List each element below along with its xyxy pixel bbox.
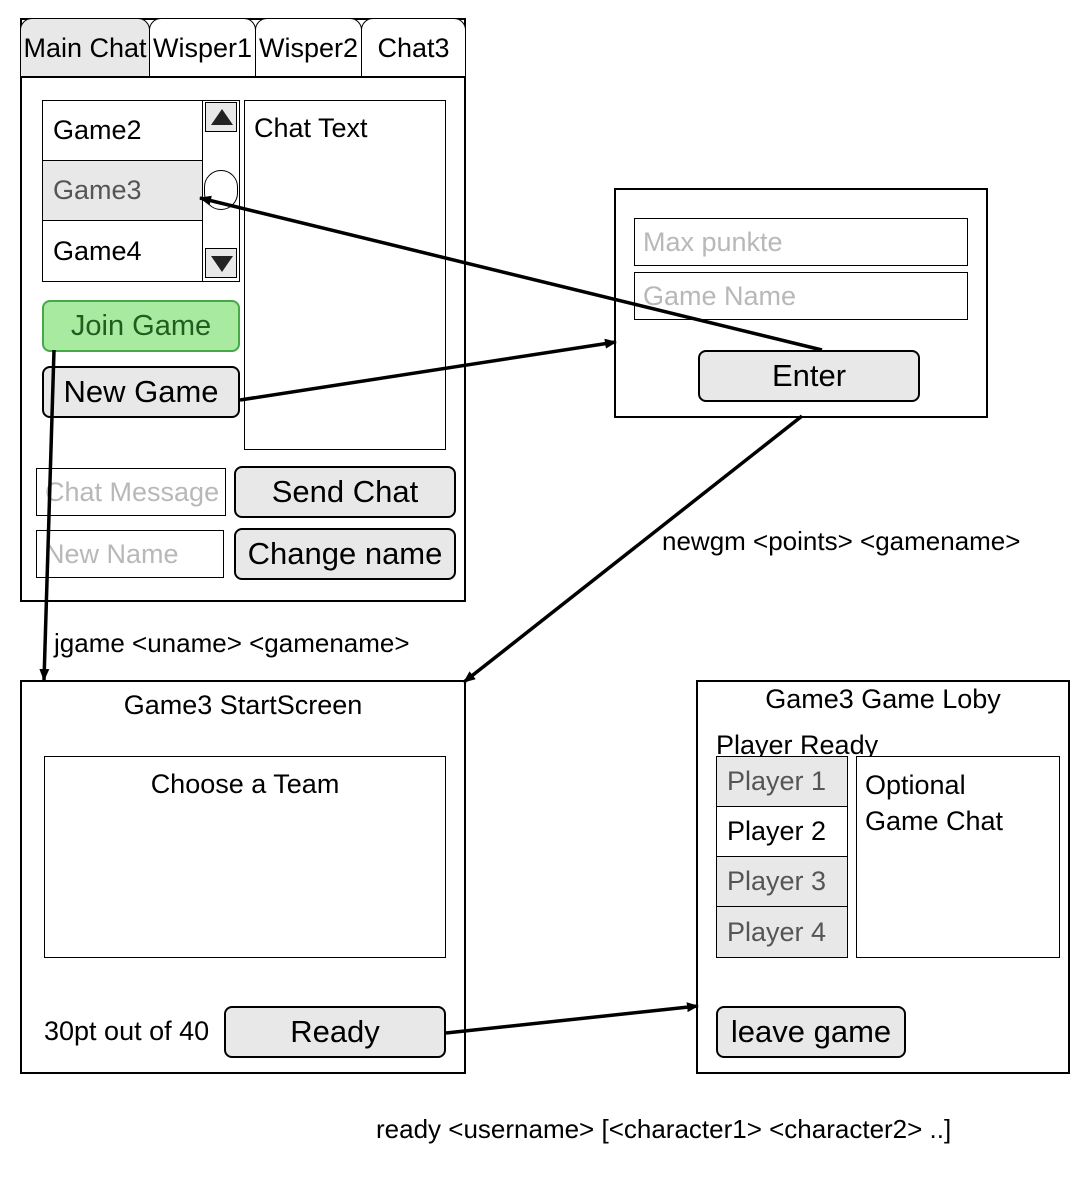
game-name-input[interactable]: Game Name bbox=[634, 272, 968, 320]
newgm-command-label: newgm <points> <gamename> bbox=[662, 526, 1021, 556]
game-list-item-label: Game2 bbox=[53, 115, 142, 145]
optional-game-chat-label: Optional Game Chat bbox=[865, 770, 1004, 836]
arrow-enter-to-start-screen bbox=[462, 414, 804, 684]
game-list-item-label: Game3 bbox=[53, 175, 142, 205]
jgame-command-label: jgame <uname> <gamename> bbox=[54, 628, 410, 658]
chat-text-label: Chat Text bbox=[254, 113, 368, 143]
player-ready-label: Player Ready bbox=[716, 730, 879, 760]
chat-text-area: Chat Text bbox=[244, 100, 446, 450]
chat-message-input[interactable]: Chat Message bbox=[36, 468, 226, 516]
tab-bar-divider bbox=[20, 76, 466, 78]
join-game-button[interactable]: Join Game bbox=[42, 300, 240, 352]
list-item[interactable]: Game2 bbox=[43, 101, 203, 161]
new-game-button[interactable]: New Game bbox=[42, 366, 240, 418]
tab-main-chat[interactable]: Main Chat bbox=[20, 18, 150, 78]
triangle-up-icon bbox=[211, 109, 233, 125]
arrow-ready-to-lobby bbox=[445, 1002, 699, 1035]
arrow-new-game-to-dialog bbox=[239, 338, 617, 402]
player-ready-list: Player 1 Player 2 Player 3 Player 4 bbox=[716, 756, 848, 958]
player-label: Player 1 bbox=[727, 766, 827, 796]
choose-team-label: Choose a Team bbox=[150, 769, 340, 799]
ready-command-label: ready <username> [<character1> <characte… bbox=[376, 1114, 952, 1144]
ready-button[interactable]: Ready bbox=[224, 1006, 446, 1058]
list-item: Player 4 bbox=[717, 907, 847, 957]
game-lobby-title: Game3 Game Loby bbox=[765, 684, 1001, 714]
scroll-up-button[interactable] bbox=[205, 102, 237, 132]
arrow-enter-to-game-list bbox=[199, 195, 823, 352]
list-item: Player 1 bbox=[717, 757, 847, 807]
list-item: Player 2 bbox=[717, 807, 847, 857]
start-screen-title: Game3 StartScreen bbox=[123, 690, 363, 720]
optional-game-chat: Optional Game Chat bbox=[856, 756, 1060, 958]
leave-game-button[interactable]: leave game bbox=[716, 1006, 906, 1058]
enter-button[interactable]: Enter bbox=[698, 350, 920, 402]
max-points-input[interactable]: Max punkte bbox=[634, 218, 968, 266]
arrow-join-to-start-screen bbox=[39, 349, 56, 681]
list-item[interactable]: Game4 bbox=[43, 221, 203, 281]
player-label: Player 3 bbox=[727, 866, 827, 896]
choose-team-panel[interactable]: Choose a Team bbox=[44, 756, 446, 958]
tab-wisper1[interactable]: Wisper1 bbox=[149, 18, 256, 78]
game-list-item-label: Game4 bbox=[53, 235, 142, 266]
scroll-down-button[interactable] bbox=[205, 248, 237, 278]
change-name-button[interactable]: Change name bbox=[234, 528, 456, 580]
points-text: 30pt out of 40 bbox=[44, 1016, 210, 1046]
list-item[interactable]: Game3 bbox=[43, 161, 203, 221]
triangle-down-icon bbox=[211, 256, 233, 272]
player-label: Player 4 bbox=[727, 916, 827, 947]
list-item: Player 3 bbox=[717, 857, 847, 907]
send-chat-button[interactable]: Send Chat bbox=[234, 466, 456, 518]
new-name-input[interactable]: New Name bbox=[36, 530, 224, 578]
player-label: Player 2 bbox=[727, 816, 827, 846]
